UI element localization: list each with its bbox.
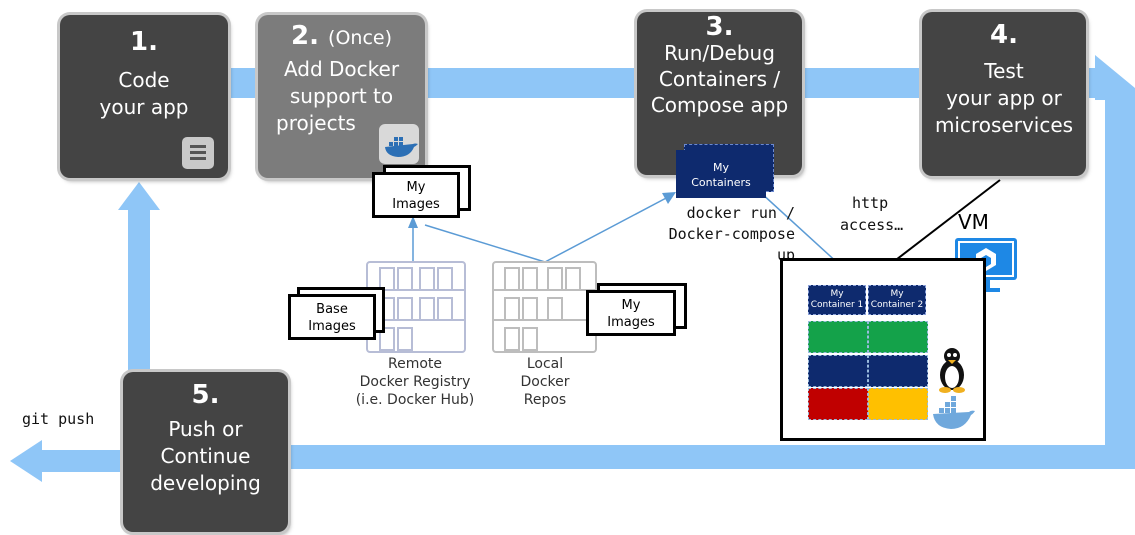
my-images-local-line-2: Images [607,315,655,330]
step-5-line-2: Continue [160,444,251,468]
vm-container-2-line-1: My [890,289,904,299]
step-4-line-2: your app or [946,86,1062,110]
vm-label: VM [958,210,989,234]
remote-registry-line-1: Remote [387,356,443,372]
vm-slot-red [808,388,868,420]
bottom-flow-band [290,445,1135,469]
step-2-line-3: projects [276,111,356,135]
up-flow-band [128,208,150,383]
my-images-local: My Images [586,290,676,336]
vm-container-2: My Container 2 [868,285,926,315]
step-3-line-1: Run/Debug [664,41,775,65]
step-1-number: 1. [130,27,158,57]
git-push-band [40,450,130,472]
step-3-line-2: Containers / [658,67,781,91]
local-repos-line-1: Local [526,356,564,372]
my-containers-line-2: Containers [691,176,751,189]
step-4-number: 4. [990,20,1018,50]
document-icon [182,137,214,169]
remote-registry-shelf [366,261,466,353]
right-flow-band [1095,55,1135,460]
my-containers-line-1: My [712,161,729,174]
step-2-line-1: Add Docker [283,57,400,81]
step-1-card: 1. Code your app [60,15,228,178]
remote-registry-line-2: Docker Registry [359,374,471,390]
vm-slot-navy-1 [808,355,868,387]
step-2-card: 2. (Once) Add Docker support to projects [258,15,425,178]
step-1-line-1: Code [118,68,170,92]
step-3-number: 3. [705,12,734,42]
base-images: Base Images [288,294,376,340]
my-images-top-line-1: My [406,180,426,195]
myimages-to-local-line [424,224,546,263]
local-repos-label: Local Docker Repos [505,355,585,409]
base-images-line-1: Base [316,302,348,317]
vm-slot-green-2 [868,321,928,353]
step-5-line-1: Push or [168,417,243,441]
remote-registry-line-3: (i.e. Docker Hub) [355,392,475,408]
my-images-top: My Images [372,172,460,218]
docker-run-command: docker run / Docker-compose up [645,203,795,266]
step-5-line-3: developing [150,471,261,495]
local-repos-line-3: Repos [523,392,567,408]
local-to-containers-head [662,192,676,204]
docker-whale-icon [933,396,975,429]
vm-container-1: My Container 1 [808,285,866,315]
remote-registry-label: Remote Docker Registry (i.e. Docker Hub) [350,355,480,409]
docker-icon [379,124,419,164]
http-access-label: http access… [840,192,903,236]
step-5-card: 5. Push or Continue developing [123,372,288,532]
base-images-line-2: Images [308,319,356,334]
step-2-once: (Once) [328,27,392,49]
git-push-label: git push [22,410,95,428]
step-4-line-3: microservices [934,113,1074,137]
docker-run-line-1: docker run / [686,204,795,222]
step-2-line-2: support to [289,84,394,108]
step-3-line-3: Compose app [650,93,789,117]
http-line-1: http [852,194,889,212]
git-push-arrowhead [10,440,42,482]
step-5-number: 5. [191,380,220,410]
vm-slot-navy-2 [868,355,928,387]
docker-run-line-2: Docker-compose up [668,225,795,264]
local-repos-shelf [492,261,597,353]
local-to-containers-line [544,195,671,263]
vm-host-box: My Container 1 My Container 2 [780,258,986,441]
step-4-card: 4. Test your app or microservices [922,12,1086,176]
vm-slot-green-1 [808,321,868,353]
linux-tux-icon [939,348,965,393]
http-line-2: access… [840,216,904,234]
my-containers-box: My Containers [676,150,766,198]
up-arrowhead [118,182,160,210]
step-2-number: 2. [291,21,319,51]
my-images-top-line-2: Images [392,197,440,212]
vm-container-1-line-1: My [830,289,844,299]
vm-container-1-line-2: Container 1 [810,300,864,310]
vm-slot-yellow [868,388,928,420]
vm-container-2-line-2: Container 2 [870,300,924,310]
local-repos-line-2: Docker [520,374,570,390]
step-4-line-1: Test [984,59,1024,83]
my-images-local-line-1: My [621,298,641,313]
step-1-line-2: your app [99,95,189,119]
remote-to-myimages-head [408,216,418,228]
